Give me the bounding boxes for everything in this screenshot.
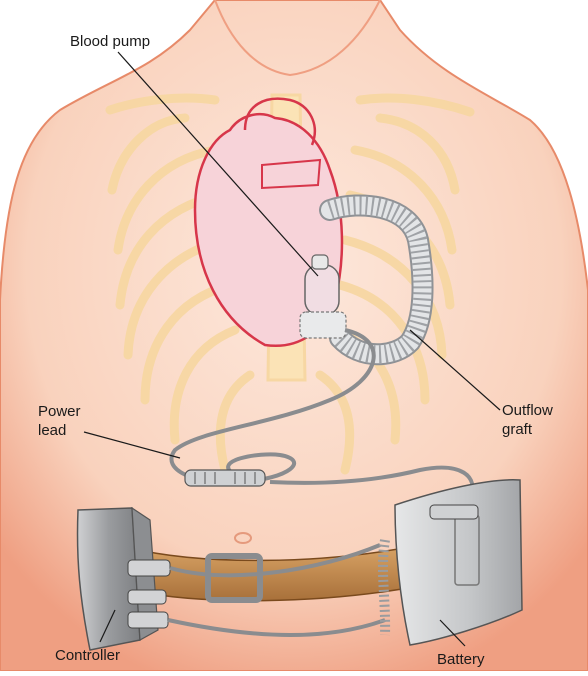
label-power-lead: Power lead [38,402,81,440]
label-controller: Controller [55,646,120,665]
label-battery: Battery [437,650,485,669]
label-outflow-graft-line1: Outflow [502,401,553,420]
lead-connector [185,470,265,486]
label-outflow-graft: Outflow graft [502,401,553,439]
label-power-lead-line2: lead [38,421,81,440]
label-outflow-graft-line2: graft [502,420,553,439]
label-power-lead-line1: Power [38,402,81,421]
label-blood-pump: Blood pump [70,32,150,51]
